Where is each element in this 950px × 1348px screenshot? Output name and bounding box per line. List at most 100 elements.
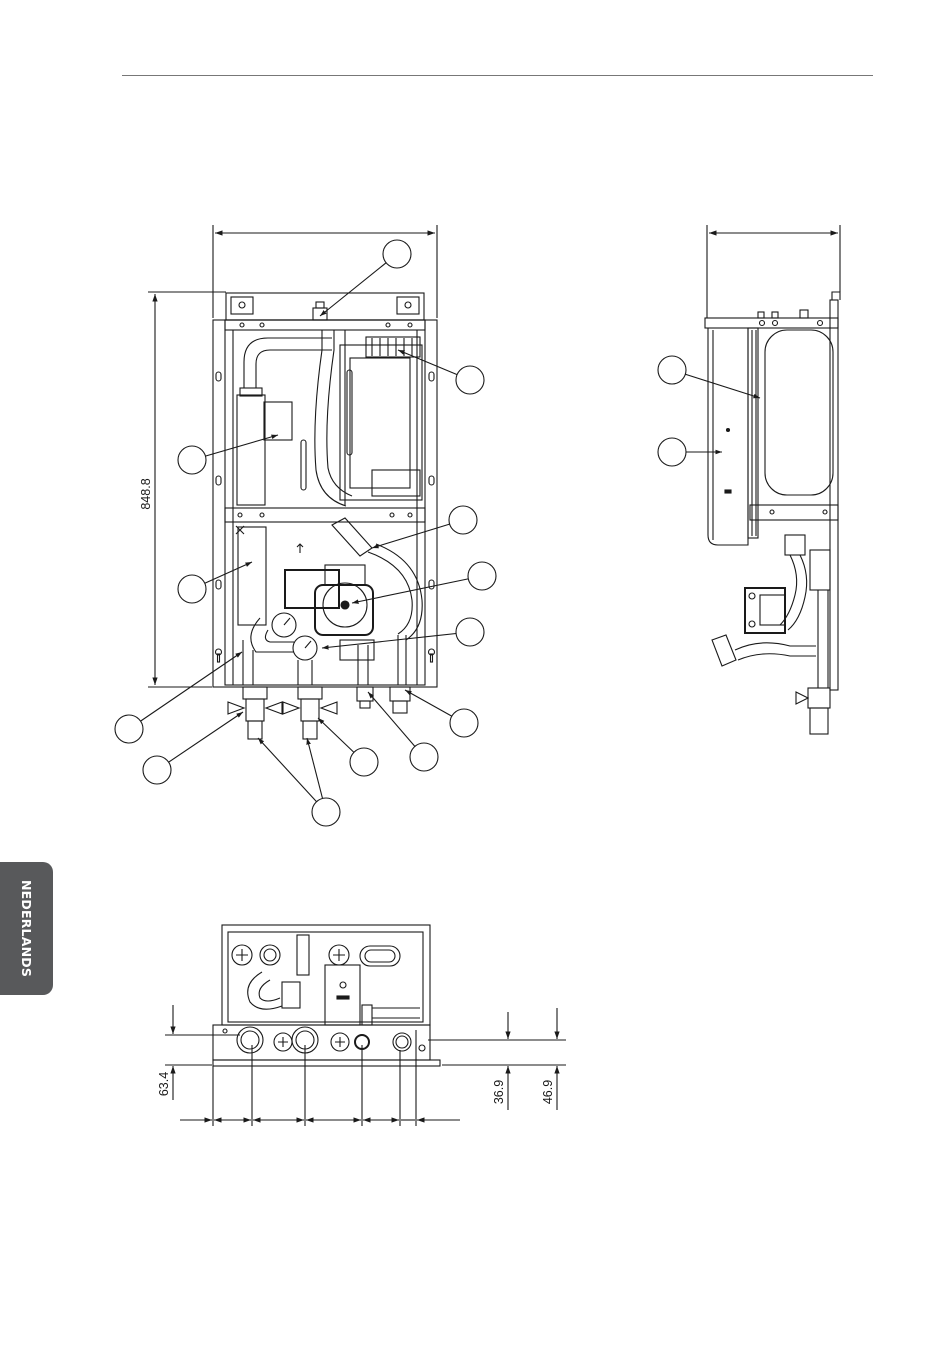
top-fitting xyxy=(800,310,808,318)
side-view xyxy=(658,225,840,734)
side-crossbar-hole xyxy=(823,510,827,514)
top-port-cross xyxy=(333,949,345,961)
control-panel-box xyxy=(238,527,266,625)
mounting-slot xyxy=(216,580,221,589)
cable-gland xyxy=(390,687,410,701)
flow-mark xyxy=(297,544,303,553)
oval-port xyxy=(360,946,400,966)
side-lower-components xyxy=(712,535,830,734)
top-fitting xyxy=(772,312,778,318)
side-crossbar xyxy=(750,505,838,520)
plug-cross xyxy=(335,1037,345,1047)
mounting-slot xyxy=(429,372,434,381)
callout-leader xyxy=(320,254,397,316)
crossbar-hole xyxy=(260,513,264,517)
top-bracket xyxy=(226,293,424,320)
top-bracket-tab-left xyxy=(231,297,253,314)
crossbar-hole xyxy=(408,513,412,517)
callout-circle xyxy=(456,366,484,394)
side-pump-bolt xyxy=(749,621,755,627)
top-port-cross xyxy=(236,949,248,961)
side-pump-head xyxy=(760,595,785,625)
side-valve-handle xyxy=(796,692,808,704)
gland-port-inner xyxy=(396,1036,408,1048)
right-dimension-outer-label: 46.9 xyxy=(541,1080,555,1104)
crossbar-hole xyxy=(408,323,412,327)
front-lower-components xyxy=(238,518,422,685)
side-valve-nut xyxy=(808,688,830,708)
callout-circle xyxy=(178,446,206,474)
callout-circle xyxy=(178,575,206,603)
top-outlet-fitting-cap xyxy=(316,302,324,308)
backup-heater xyxy=(237,395,265,505)
callout-circle xyxy=(456,618,484,646)
crossbar-hole xyxy=(260,323,264,327)
valve-right-outlet xyxy=(303,721,317,739)
vertical-pipe-left xyxy=(315,330,346,506)
drawings: 848.8 xyxy=(115,225,840,1126)
side-pipe-outer xyxy=(780,555,797,625)
front-upper-components xyxy=(237,330,422,506)
upper-pipe-outer xyxy=(244,338,332,388)
vertical-connector xyxy=(297,935,309,975)
bottom-connector xyxy=(282,982,300,1008)
plate-hole xyxy=(419,1045,425,1051)
callout-circle xyxy=(410,743,438,771)
valve-left-handle xyxy=(266,702,282,714)
mounting-slot xyxy=(429,580,434,589)
sensor-needle xyxy=(305,641,311,648)
mounting-slot xyxy=(216,476,221,485)
drain-fitting-tip xyxy=(360,701,370,708)
bottom-pipe-outer xyxy=(248,972,282,1009)
callout-circle xyxy=(143,756,171,784)
drain-fitting xyxy=(357,687,373,701)
side-dimensions xyxy=(707,225,840,318)
bottom-outer-frame xyxy=(222,925,430,1025)
bottom-plate xyxy=(213,1025,430,1060)
heat-exchanger-bottom-fitting xyxy=(372,470,420,496)
side-fitting xyxy=(785,535,805,555)
bottom-base xyxy=(213,1060,440,1066)
inner-frame xyxy=(225,320,425,685)
side-valve-outlet xyxy=(810,708,828,734)
callout-circle xyxy=(312,798,340,826)
callout-circle xyxy=(449,506,477,534)
front-height-label: 848.8 xyxy=(139,478,153,509)
mounting-slot xyxy=(216,372,221,381)
side-valve-block xyxy=(810,550,830,590)
control-box-cover xyxy=(708,328,748,545)
bottom-body xyxy=(213,925,440,1066)
diagonal-fitting xyxy=(332,518,372,556)
front-callouts xyxy=(115,240,496,826)
crossbar-hole xyxy=(386,323,390,327)
plug-cross xyxy=(278,1037,288,1047)
bracket-hole-right xyxy=(405,302,411,308)
return-pipe-outer xyxy=(368,552,412,634)
vertical-pipe-right xyxy=(327,330,352,496)
callout-circle xyxy=(468,562,496,590)
side-callouts xyxy=(658,356,760,466)
bottom-pipe-inner xyxy=(259,980,280,1001)
outer-casing xyxy=(213,320,437,687)
crossbar-hole xyxy=(240,323,244,327)
bottom-port-large-inner xyxy=(241,1031,259,1049)
callout-circle xyxy=(350,748,378,776)
cover-latch xyxy=(725,490,731,493)
expansion-tank xyxy=(765,330,833,495)
front-casing xyxy=(213,320,437,687)
valve-right-handle xyxy=(321,702,337,714)
heater-terminal-box xyxy=(264,402,292,440)
valve-right-handle xyxy=(283,702,299,714)
left-dimension-label: 63.4 xyxy=(157,1072,171,1096)
side-crossbar-hole xyxy=(770,510,774,514)
callout-leader xyxy=(157,712,243,770)
front-view: 848.8 xyxy=(115,225,496,826)
bracket-hole-left xyxy=(239,302,245,308)
callout-leader xyxy=(129,652,242,729)
side-drain-handle xyxy=(712,635,736,666)
center-box xyxy=(325,965,360,1025)
valve-left-handle xyxy=(228,702,244,714)
rear-rail-notch xyxy=(832,292,840,300)
top-bracket-tab-right xyxy=(397,297,419,314)
